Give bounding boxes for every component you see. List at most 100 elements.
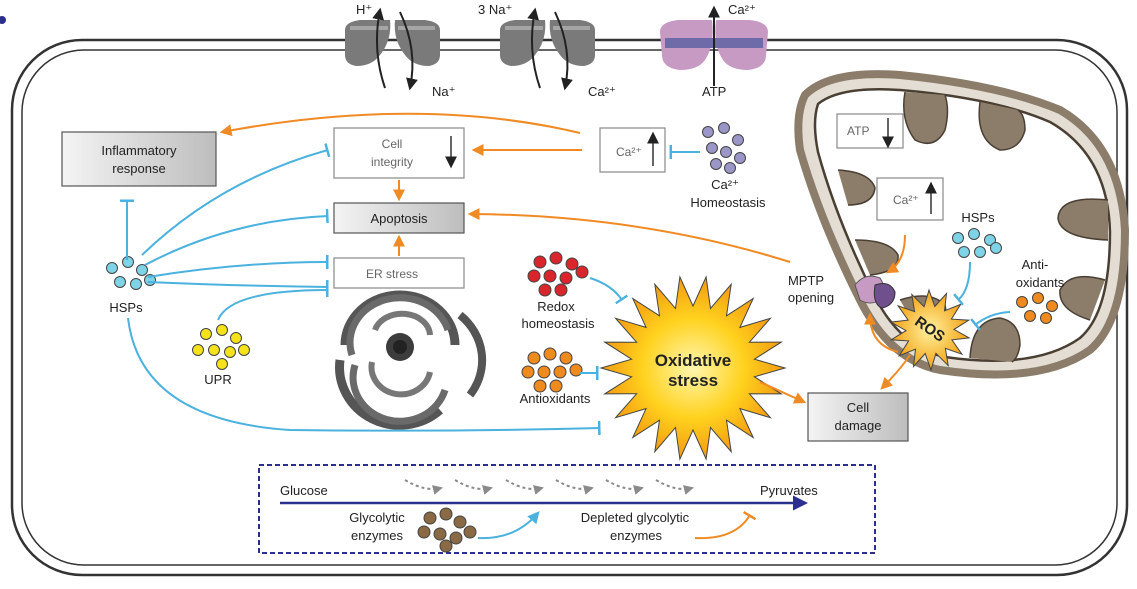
mito-atp-label: ATP xyxy=(847,124,869,138)
enzyme-dots xyxy=(417,507,477,553)
glycolysis-step-arrow xyxy=(454,479,493,495)
redox-label-1: Redox xyxy=(537,299,575,314)
redox-dot xyxy=(554,283,568,297)
redox-dot xyxy=(538,283,552,297)
enzymes-label-1: Glycolytic xyxy=(349,510,405,525)
mptp-label-1: MPTP xyxy=(788,273,824,288)
glycolysis-step-arrow xyxy=(404,479,443,495)
enzyme-dot xyxy=(423,511,437,525)
antioxidant-dot xyxy=(559,351,573,365)
ca-ion-dot xyxy=(734,152,746,164)
er-stress-label: ER stress xyxy=(366,267,418,281)
glycolysis-step-arrow xyxy=(555,479,594,495)
hsp-dot xyxy=(984,234,996,246)
glucose-label: Glucose xyxy=(280,483,328,498)
inhibit-hsps-er xyxy=(147,254,329,278)
inhibit-upr-er xyxy=(217,282,329,321)
enzyme-dot xyxy=(453,515,467,529)
na-ca-exchanger xyxy=(500,7,595,91)
enzyme-dot xyxy=(439,539,453,553)
glycolysis-panel xyxy=(258,464,876,554)
na-h-exchanger xyxy=(345,7,440,91)
upr-dot xyxy=(192,344,204,356)
hsp-dot xyxy=(990,242,1002,254)
er-stress-box xyxy=(333,257,465,289)
redox-dot xyxy=(575,265,589,279)
antioxidant-dot xyxy=(527,351,541,365)
enzyme-dot xyxy=(439,507,453,521)
atp-pump-label: ATP xyxy=(702,84,726,99)
oxidative-label-2: stress xyxy=(668,371,718,390)
glycolysis-steps xyxy=(404,479,694,495)
hsp-dot xyxy=(958,246,970,258)
redox-dot xyxy=(565,257,579,271)
apoptosis-label: Apoptosis xyxy=(370,211,428,226)
upr-dot xyxy=(216,358,228,370)
antioxidant-dot xyxy=(1016,296,1028,308)
three-na-label: 3 Na⁺ xyxy=(478,2,512,17)
arrow-ros-to-mptp xyxy=(864,312,899,353)
redox-dot xyxy=(527,269,541,283)
arrow-stress-to-damage xyxy=(759,381,807,404)
endoplasmic-reticulum-icon xyxy=(335,290,487,430)
hsps-left-label: HSPs xyxy=(109,300,143,315)
enzyme-dot xyxy=(463,525,477,539)
inflammatory-line2: response xyxy=(112,161,165,176)
mito-ca-label: Ca²⁺ xyxy=(893,193,919,207)
redox-label-2: homeostasis xyxy=(522,316,595,331)
hsp-dot xyxy=(106,262,118,274)
redox-dot xyxy=(543,269,557,283)
upr-dot xyxy=(216,324,228,336)
cell-damage-box xyxy=(807,392,909,442)
ca-ion-out-label: Ca²⁺ xyxy=(588,84,616,99)
redox-dot xyxy=(533,255,547,269)
depleted-label-2: enzymes xyxy=(610,528,663,543)
ca-ion-pump-label: Ca²⁺ xyxy=(728,2,756,17)
inhibit-antioxidants-ros xyxy=(970,311,1011,331)
inhibit-hsps-ros xyxy=(953,261,971,306)
inhibit-hsps-er-lower xyxy=(147,279,329,295)
antioxidants-left-dots xyxy=(521,347,583,393)
inflammatory-line1: Inflammatory xyxy=(101,143,177,158)
redox-dots xyxy=(527,251,589,297)
hsps-left-dots xyxy=(106,256,156,290)
antioxidant-dot xyxy=(549,379,563,393)
ca-ion-dot xyxy=(710,158,722,170)
hsp-dot xyxy=(130,278,142,290)
ca-ion-dot xyxy=(702,126,714,138)
upr-dot xyxy=(224,346,236,358)
inhibit-depleted-enzymes xyxy=(694,510,757,540)
antioxidant-dot xyxy=(553,365,567,379)
antioxidant-dot xyxy=(1046,300,1058,312)
hsps-mito-dots xyxy=(952,228,1002,258)
ca-homeostasis-label-2: Homeostasis xyxy=(690,195,766,210)
glycolysis-step-arrow xyxy=(505,479,544,495)
arrow-ca-to-inflammatory xyxy=(219,112,581,137)
ros-burst xyxy=(889,288,971,372)
antioxidants-mito-dots xyxy=(1016,292,1058,324)
oxidative-stress-burst xyxy=(599,275,787,461)
anti-mito-label-1: Anti- xyxy=(1022,257,1049,272)
ca-ion-dot xyxy=(706,142,718,154)
antioxidant-dot xyxy=(543,347,557,361)
ca-ion-dot xyxy=(724,162,736,174)
cytosolic-ca-label: Ca²⁺ xyxy=(616,145,642,159)
inhibit-redox-stress xyxy=(589,277,629,305)
depleted-label-1: Depleted glycolytic xyxy=(581,510,690,525)
antioxidant-dot xyxy=(533,379,547,393)
antioxidants-left-label: Antioxidants xyxy=(520,391,591,406)
upr-dot xyxy=(238,344,250,356)
cell-integrity-line2: integrity xyxy=(371,155,413,169)
cell-damage-line2: damage xyxy=(835,418,882,433)
hsp-dot xyxy=(974,246,986,258)
inhibit-hsps-integrity xyxy=(141,143,331,256)
antioxidant-dot xyxy=(537,365,551,379)
ca-homeostasis-dots xyxy=(702,122,746,174)
antioxidant-dot xyxy=(1040,312,1052,324)
ca-ion-dot xyxy=(720,146,732,158)
cell-integrity-line1: Cell xyxy=(382,137,403,151)
hsps-mito-label: HSPs xyxy=(961,210,995,225)
cell-damage-line1: Cell xyxy=(847,400,870,415)
